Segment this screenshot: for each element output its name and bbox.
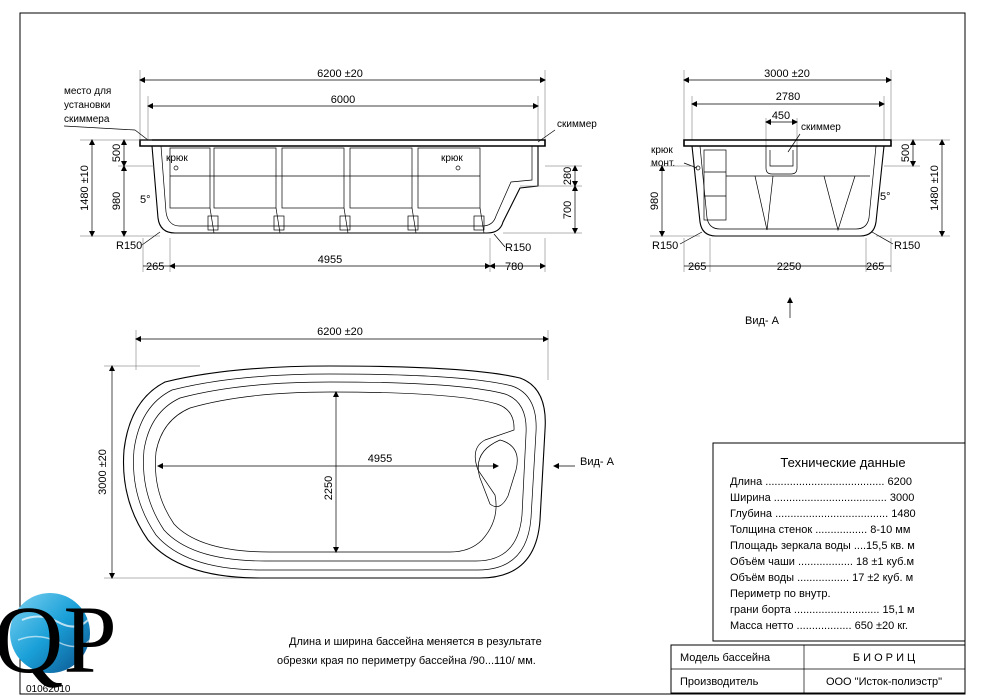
- side-angle: 5°: [140, 194, 151, 206]
- end-view: 3000 ±20 2780 450 скиммер крюк монт.: [649, 68, 950, 327]
- end-overall-width: 3000 ±20: [764, 68, 810, 80]
- skimmer-place-label: место для установки скиммера: [64, 86, 114, 125]
- end-rim-height: 500: [900, 144, 912, 162]
- end-angle: 5°: [880, 191, 891, 203]
- side-overall-length: 6200 ±20: [317, 68, 363, 80]
- end-inner-width: 2780: [776, 91, 800, 103]
- tech-row: Толщина стенок ................. 8-10 мм: [730, 524, 910, 536]
- note-line-1: Длина и ширина бассейна меняется в резул…: [289, 636, 542, 648]
- end-ribs: [695, 149, 870, 232]
- side-floor-length: 4955: [318, 254, 342, 266]
- model-value: Б И О Р И Ц: [853, 652, 915, 664]
- qp-logo: QP 01062010: [0, 586, 117, 695]
- side-body-height: 980: [111, 192, 123, 210]
- note: Длина и ширина бассейна меняется в резул…: [277, 636, 542, 667]
- tech-row: Площадь зеркала воды ....15,5 кв. м: [730, 540, 915, 552]
- logo-text: QP: [0, 586, 117, 693]
- end-skimmer-label: скиммер: [801, 122, 841, 133]
- title-block: Модель бассейна Б И О Р И Ц Производител…: [670, 644, 966, 694]
- plan-floor-length: 4955: [368, 453, 392, 465]
- end-radius-right: R150: [894, 240, 920, 252]
- plan-overall-length: 6200 ±20: [317, 326, 363, 338]
- plan-overall-width: 3000 ±20: [97, 449, 109, 495]
- tech-title: Технические данные: [780, 455, 905, 470]
- tech-table: Технические данные Длина ...............…: [712, 442, 966, 642]
- end-hook-label: крюк монт.: [651, 145, 676, 169]
- model-label: Модель бассейна: [680, 652, 771, 664]
- side-height-total: 1480 ±10: [79, 165, 91, 211]
- side-view: 6200 ±20 6000 место для установки скимме…: [63, 68, 597, 273]
- sheet-frame: [19, 12, 966, 695]
- side-rim-height: 500: [111, 144, 123, 162]
- end-skimmer-width: 450: [772, 110, 790, 122]
- tech-row: Периметр по внутр.: [730, 588, 831, 600]
- end-floor-width: 2250: [777, 261, 801, 273]
- side-hook-left: крюк: [166, 153, 188, 164]
- maker-value: ООО "Исток-полиэстр": [826, 676, 942, 688]
- tech-row: Объём чаши .................. 18 ±1 куб.…: [730, 556, 914, 568]
- side-step-height: 700: [562, 201, 574, 219]
- side-step-top: 280: [562, 167, 574, 185]
- end-wall-right: 265: [866, 261, 884, 273]
- side-radius-left: R150: [116, 240, 142, 252]
- tech-row: Ширина .................................…: [730, 492, 914, 504]
- tech-row: Объём воды ................. 17 ±2 куб. …: [730, 572, 913, 584]
- side-hook-right: крюк: [441, 153, 463, 164]
- plan-view: 6200 ±20 3000 ±20 2250 4955 Вид- А: [97, 326, 615, 579]
- side-wall-left: 265: [146, 261, 164, 273]
- end-radius-left: R150: [652, 240, 678, 252]
- side-step-length: 780: [505, 261, 523, 273]
- plan-floor-width: 2250: [323, 476, 335, 500]
- side-radius-right: R150: [505, 242, 531, 254]
- tech-row: Длина ..................................…: [730, 476, 912, 488]
- side-ribs: [169, 147, 485, 234]
- tech-row: Масса нетто .................. 650 ±20 к…: [730, 620, 908, 632]
- tech-row: Глубина ................................…: [730, 508, 916, 520]
- maker-label: Производитель: [680, 676, 759, 688]
- end-view-label: Вид- А: [745, 315, 780, 327]
- end-height-total: 1480 ±10: [929, 165, 941, 211]
- logo-code: 01062010: [26, 684, 71, 695]
- note-line-2: обрезки края по периметру бассейна /90..…: [277, 655, 536, 667]
- side-skimmer-label: скиммер: [557, 119, 597, 130]
- plan-view-label: Вид- А: [580, 456, 615, 468]
- end-wall-left: 265: [688, 261, 706, 273]
- tech-row: грани борта ............................…: [730, 604, 915, 616]
- end-body-height: 980: [649, 192, 661, 210]
- side-inner-length: 6000: [331, 94, 355, 106]
- logo-water: [10, 593, 90, 673]
